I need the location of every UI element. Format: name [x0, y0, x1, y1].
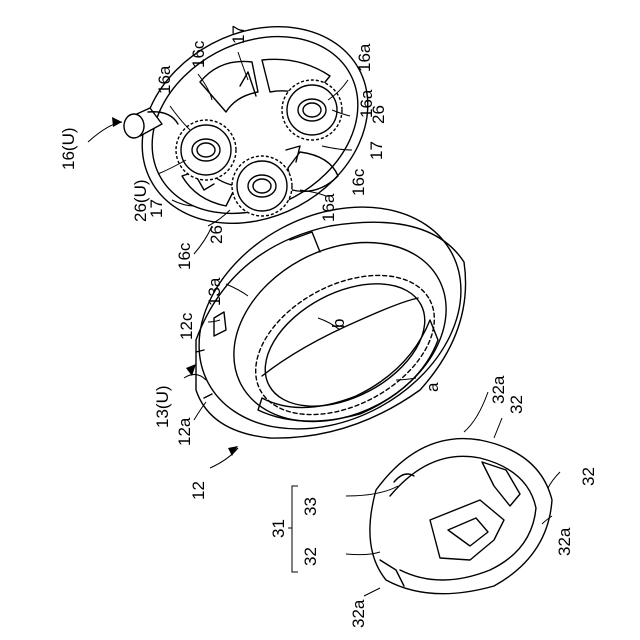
label-32a-right: 32a: [555, 527, 574, 556]
label-16c-top: 16c: [189, 40, 208, 68]
label-16a-lower: 16a: [319, 193, 338, 222]
planet-gear-26u-left: [176, 120, 236, 180]
label-12a: 12a: [175, 417, 194, 446]
label-32a-top: 32a: [489, 375, 508, 404]
label-16a-top-right: 16a: [355, 43, 374, 72]
label-17-top: 17: [229, 25, 248, 44]
label-17-left: 17: [147, 199, 166, 218]
label-31: 31: [269, 519, 288, 538]
label-a: a: [423, 382, 442, 392]
label-12: 12: [189, 481, 208, 500]
label-16u: 16(U): [59, 127, 78, 170]
label-32-right: 32: [579, 467, 598, 486]
label-26-lower: 26: [207, 225, 226, 244]
label-32-top: 32: [507, 395, 526, 414]
label-13a: 13a: [205, 277, 224, 306]
label-33: 33: [301, 497, 320, 516]
label-12c: 12c: [177, 312, 196, 340]
label-26-right: 26: [369, 105, 388, 124]
label-16c-right: 16c: [349, 168, 368, 196]
brace-31: [288, 486, 298, 572]
label-16a-upper-left: 16a: [155, 65, 174, 94]
label-b: b: [329, 319, 348, 328]
planet-gear-26-lower: [232, 156, 292, 216]
label-16c-lower: 16c: [175, 242, 194, 270]
label-32a-bottom: 32a: [349, 599, 368, 628]
clutch-member-31: [370, 439, 552, 594]
label-32-left: 32: [301, 547, 320, 566]
label-17-right: 17: [367, 141, 386, 160]
label-13u: 13(U): [153, 385, 172, 428]
